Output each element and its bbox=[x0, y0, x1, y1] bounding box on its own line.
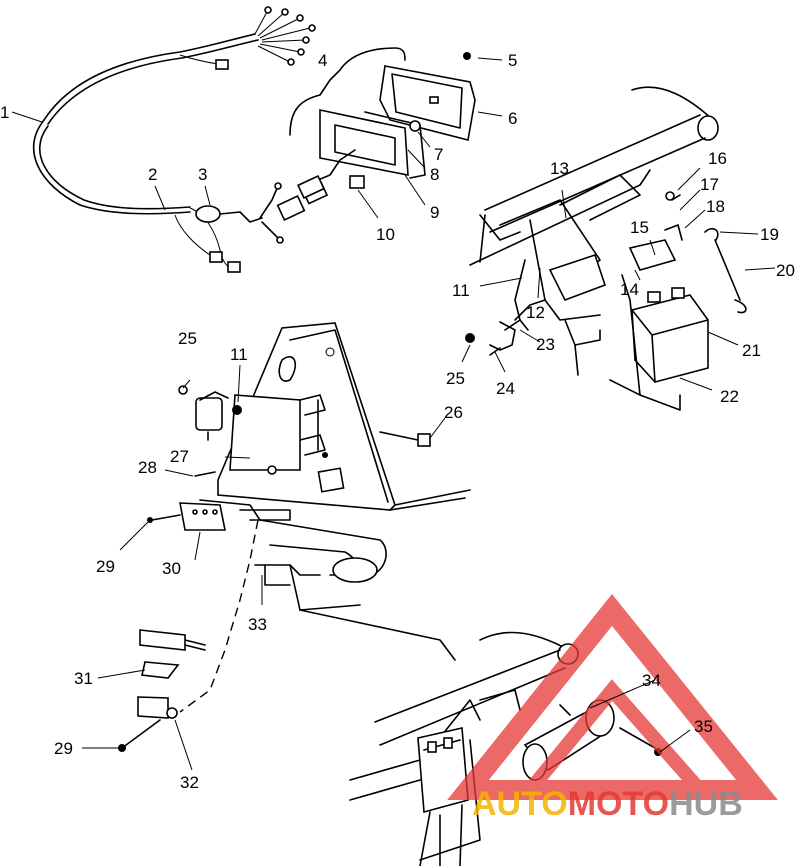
label-9: 9 bbox=[430, 203, 439, 222]
label-19: 19 bbox=[760, 225, 779, 244]
label-23: 23 bbox=[536, 335, 555, 354]
label-20: 20 bbox=[776, 261, 795, 280]
frame-plate bbox=[199, 322, 471, 661]
routing-dashed bbox=[179, 519, 259, 713]
label-11-left: 11 bbox=[230, 345, 248, 364]
screw-28 bbox=[194, 471, 216, 477]
label-28: 28 bbox=[138, 458, 157, 477]
label-35: 35 bbox=[694, 717, 713, 736]
watermark-auto: AUTO bbox=[472, 785, 568, 823]
connector-3 bbox=[195, 181, 329, 244]
label-27: 27 bbox=[170, 447, 189, 466]
frame-upper bbox=[469, 86, 719, 376]
label-25: 25 bbox=[446, 369, 465, 388]
label-10: 10 bbox=[376, 225, 395, 244]
label-11: 11 bbox=[452, 281, 470, 300]
label-31: 31 bbox=[74, 669, 93, 688]
part-labels: 1 2 3 4 5 6 7 8 9 10 11 12 13 14 15 16 1… bbox=[0, 51, 795, 792]
label-16: 16 bbox=[708, 149, 727, 168]
label-7: 7 bbox=[434, 145, 443, 164]
module-30 bbox=[147, 502, 226, 531]
taillight-assembly bbox=[289, 47, 476, 200]
label-26: 26 bbox=[444, 403, 463, 422]
watermark-moto: MOTO bbox=[568, 785, 669, 823]
label-2: 2 bbox=[148, 165, 157, 184]
label-5: 5 bbox=[508, 51, 517, 70]
label-8: 8 bbox=[430, 165, 439, 184]
label-22: 22 bbox=[720, 387, 739, 406]
label-32: 32 bbox=[180, 773, 199, 792]
watermark-hub: HUB bbox=[669, 785, 743, 823]
svg-text:AUTOMOTOHUB: AUTOMOTOHUB bbox=[472, 785, 743, 823]
label-13: 13 bbox=[550, 159, 569, 178]
label-15: 15 bbox=[630, 218, 649, 237]
label-12: 12 bbox=[526, 303, 545, 322]
label-30: 30 bbox=[162, 559, 181, 578]
label-3: 3 bbox=[198, 165, 207, 184]
label-29: 29 bbox=[96, 557, 115, 576]
label-34: 34 bbox=[642, 671, 661, 690]
label-21: 21 bbox=[742, 341, 761, 360]
watermark-text: AUTOMOTOHUB bbox=[472, 785, 743, 823]
label-18: 18 bbox=[706, 197, 725, 216]
label-33: 33 bbox=[248, 615, 267, 634]
label-24: 24 bbox=[496, 379, 515, 398]
ignition-coil bbox=[178, 385, 242, 441]
label-17: 17 bbox=[700, 175, 719, 194]
label-29-bottom: 29 bbox=[54, 739, 73, 758]
label-1: 1 bbox=[0, 103, 9, 122]
callout-leaders bbox=[11, 57, 776, 771]
battery bbox=[609, 191, 747, 411]
label-14: 14 bbox=[620, 280, 639, 299]
relay-31-32 bbox=[118, 629, 206, 752]
watermark-logo bbox=[447, 594, 778, 800]
bracket-23-24 bbox=[465, 299, 546, 356]
label-6: 6 bbox=[508, 109, 517, 128]
bolt-26 bbox=[379, 431, 431, 447]
label-25-left: 25 bbox=[178, 329, 197, 348]
label-4: 4 bbox=[318, 51, 327, 70]
